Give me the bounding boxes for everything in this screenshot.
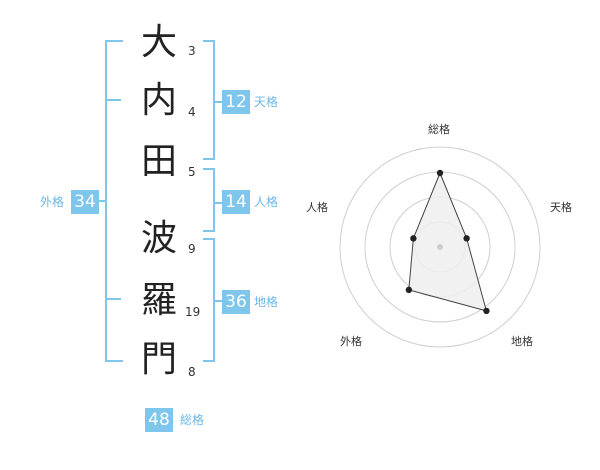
jinkaku-bracket <box>203 168 215 232</box>
tenkaku-badge: 12 <box>222 90 250 114</box>
jinkaku-label: 人格 <box>254 195 279 209</box>
radar-series-polygon <box>408 171 488 312</box>
chikaku-connector <box>213 300 222 302</box>
radar-axis-label-chikaku: 地格 <box>511 335 533 348</box>
gaikaku-bracket <box>105 40 123 362</box>
radar-axis-label-soukaku: 総格 <box>428 123 450 136</box>
jinkaku-connector <box>213 202 222 204</box>
radar-ring <box>339 146 541 348</box>
radar-chart <box>339 146 541 348</box>
stroke-count-4: 9 <box>188 242 196 256</box>
soukaku-label: 総格 <box>180 413 205 427</box>
name-char-6: 門 <box>140 339 177 380</box>
stroke-count-6: 8 <box>188 365 196 379</box>
radar-axis-label-tenkaku: 天格 <box>550 201 572 214</box>
gaikaku-connector <box>97 200 106 202</box>
name-char-5: 羅 <box>140 280 177 321</box>
radar-point-4 <box>405 286 413 294</box>
radar-point-3 <box>483 307 490 315</box>
radar-axis-label-gaikaku: 外格 <box>340 335 362 348</box>
stroke-count-5: 19 <box>185 305 201 319</box>
gaikaku-badge: 34 <box>71 190 99 214</box>
radar-point-2 <box>463 235 470 242</box>
radar-point-5 <box>410 235 417 242</box>
name-char-2: 内 <box>140 80 177 121</box>
gaikaku-bracket-tick <box>105 99 121 101</box>
soukaku-badge: 48 <box>145 408 173 432</box>
name-char-4: 波 <box>140 218 177 259</box>
stroke-count-2: 4 <box>188 105 196 119</box>
tenkaku-bracket <box>203 40 215 160</box>
radar-center-dot <box>437 244 443 250</box>
stroke-count-3: 5 <box>188 165 196 179</box>
chikaku-label: 地格 <box>254 295 279 309</box>
name-char-3: 田 <box>140 141 177 182</box>
radar-point-1 <box>436 169 444 177</box>
jinkaku-badge: 14 <box>222 190 250 214</box>
gaikaku-bracket-tick <box>105 298 121 300</box>
tenkaku-label: 天格 <box>254 95 279 109</box>
stroke-count-1: 3 <box>188 44 196 58</box>
tenkaku-connector <box>213 101 222 103</box>
gaikaku-label: 外格 <box>40 195 65 209</box>
chikaku-badge: 36 <box>222 290 250 314</box>
radar-axis-label-jinkaku: 人格 <box>306 201 328 214</box>
name-char-1: 大 <box>140 22 177 63</box>
